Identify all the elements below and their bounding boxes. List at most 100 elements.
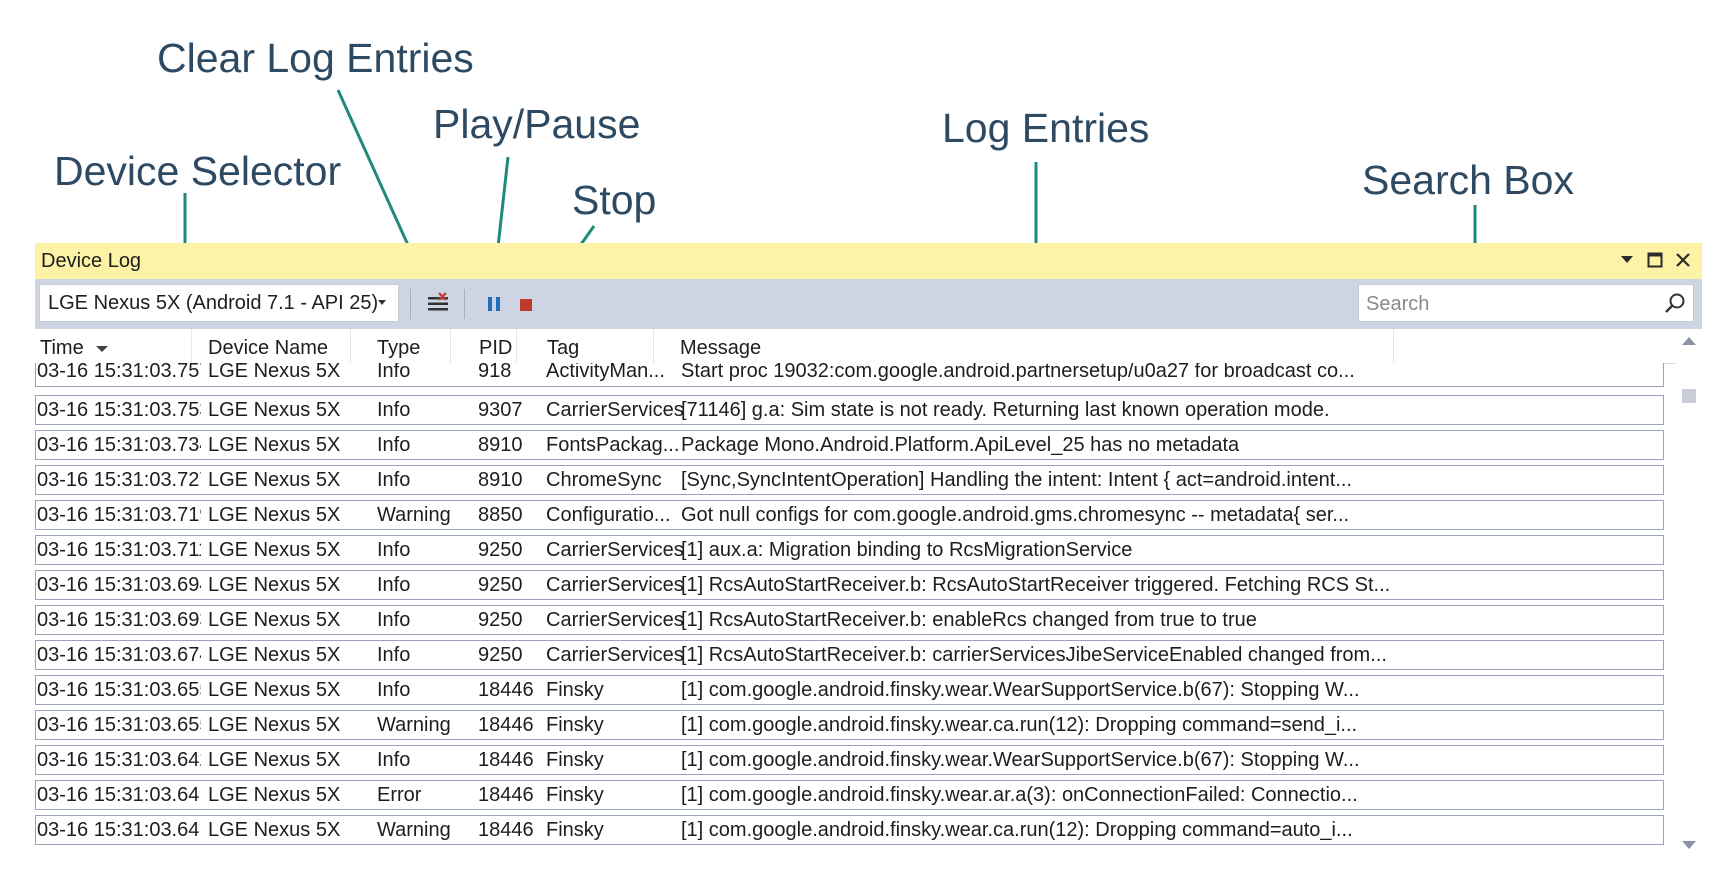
log-entry-row[interactable]: 03-16 15:31:03.655 LGE Nexus 5X Info 184… bbox=[35, 675, 1664, 705]
log-entry-row[interactable]: 03-16 15:31:03.642 LGE Nexus 5X Info 184… bbox=[35, 745, 1664, 775]
scroll-up-arrow-icon[interactable] bbox=[1682, 337, 1696, 345]
column-header-time[interactable]: Time bbox=[35, 329, 192, 363]
callout-clear-log-entries: Clear Log Entries bbox=[157, 35, 474, 81]
log-type: Info bbox=[377, 399, 411, 421]
panel-title: Device Log bbox=[41, 250, 142, 272]
column-header-device-name[interactable]: Device Name bbox=[192, 329, 351, 363]
log-pid: 9250 bbox=[478, 609, 523, 631]
stop-button[interactable] bbox=[510, 288, 542, 320]
scrollbar-thumb[interactable] bbox=[1682, 389, 1696, 403]
scroll-down-arrow-icon[interactable] bbox=[1682, 841, 1696, 849]
log-message: [1] aux.a: Migration binding to RcsMigra… bbox=[681, 539, 1133, 561]
log-message: [Sync,SyncIntentOperation] Handling the … bbox=[681, 469, 1352, 491]
log-entry-row[interactable]: 03-16 15:31:03.693 LGE Nexus 5X Info 925… bbox=[35, 605, 1664, 635]
log-entry-row[interactable]: 03-16 15:31:03.674 LGE Nexus 5X Info 925… bbox=[35, 640, 1664, 670]
log-pid: 9250 bbox=[478, 539, 523, 561]
play-pause-button[interactable] bbox=[478, 288, 510, 320]
window-controls bbox=[1616, 247, 1694, 273]
log-device: LGE Nexus 5X bbox=[208, 574, 341, 596]
device-selector-dropdown[interactable]: LGE Nexus 5X (Android 7.1 - API 25) bbox=[39, 284, 399, 322]
log-device: LGE Nexus 5X bbox=[208, 714, 341, 736]
log-type: Error bbox=[377, 784, 422, 806]
log-time: 03-16 15:31:03.727 bbox=[37, 469, 201, 491]
log-tag: Finsky bbox=[546, 714, 604, 736]
log-tag: CarrierServices bbox=[546, 539, 684, 561]
log-type: Info bbox=[377, 609, 411, 631]
log-type: Info bbox=[377, 469, 411, 491]
callout-search-box: Search Box bbox=[1362, 157, 1574, 203]
log-type: Info bbox=[377, 574, 411, 596]
log-message: [71146] g.a: Sim state is not ready. Ret… bbox=[681, 399, 1330, 421]
log-time: 03-16 15:31:03.753 bbox=[37, 399, 201, 421]
log-time: 03-16 15:31:03.719 bbox=[37, 504, 201, 526]
pin-dropdown-icon[interactable] bbox=[1616, 247, 1638, 273]
log-device: LGE Nexus 5X bbox=[208, 749, 341, 771]
column-header-type[interactable]: Type bbox=[351, 329, 451, 363]
maximize-icon[interactable] bbox=[1644, 247, 1666, 273]
log-tag: FontsPackag... bbox=[546, 434, 680, 456]
log-message: Start proc 19032:com.google.android.part… bbox=[681, 363, 1355, 382]
log-type: Info bbox=[377, 749, 411, 771]
log-entry-row[interactable]: 03-16 15:31:03.641 LGE Nexus 5X Warning … bbox=[35, 815, 1664, 845]
log-device: LGE Nexus 5X bbox=[208, 784, 341, 806]
log-tag: CarrierServices bbox=[546, 399, 684, 421]
log-tag: Finsky bbox=[546, 819, 604, 841]
log-entry-row[interactable]: 03-16 15:31:03.719 LGE Nexus 5X Warning … bbox=[35, 500, 1664, 530]
log-type: Warning bbox=[377, 819, 451, 841]
log-type: Warning bbox=[377, 504, 451, 526]
log-type: Info bbox=[377, 644, 411, 666]
log-time: 03-16 15:31:03.694 bbox=[37, 574, 201, 596]
log-tag: CarrierServices bbox=[546, 644, 684, 666]
log-entry-row[interactable]: 03-16 15:31:03.757 LGE Nexus 5X Info 918… bbox=[35, 363, 1664, 387]
toolbar-separator bbox=[410, 289, 411, 319]
log-tag: CarrierServices bbox=[546, 609, 684, 631]
column-header-type-label: Type bbox=[377, 337, 421, 359]
close-icon[interactable] bbox=[1672, 247, 1694, 273]
log-entry-row[interactable]: 03-16 15:31:03.727 LGE Nexus 5X Info 891… bbox=[35, 465, 1664, 495]
column-header-device-name-label: Device Name bbox=[208, 337, 329, 359]
log-pid: 8910 bbox=[478, 434, 523, 456]
log-type: Info bbox=[377, 539, 411, 561]
log-message: Got null configs for com.google.android.… bbox=[681, 504, 1350, 526]
log-pid: 9250 bbox=[478, 574, 523, 596]
log-time: 03-16 15:31:03.734 bbox=[37, 434, 201, 456]
log-pid: 18446 bbox=[478, 749, 534, 771]
log-entry-row[interactable]: 03-16 15:31:03.711 LGE Nexus 5X Info 925… bbox=[35, 535, 1664, 565]
search-input[interactable] bbox=[1359, 285, 1668, 323]
callout-stop: Stop bbox=[572, 177, 657, 223]
column-header-pid[interactable]: PID bbox=[451, 329, 517, 363]
clear-log-button[interactable] bbox=[422, 288, 454, 320]
log-entry-row[interactable]: 03-16 15:31:03.641 LGE Nexus 5X Error 18… bbox=[35, 780, 1664, 810]
log-tag: CarrierServices bbox=[546, 574, 684, 596]
log-type: Info bbox=[377, 363, 411, 382]
log-pid: 18446 bbox=[478, 714, 534, 736]
search-box[interactable] bbox=[1358, 284, 1694, 323]
log-tag: ActivityMan... bbox=[546, 363, 665, 382]
log-entry-row[interactable]: 03-16 15:31:03.753 LGE Nexus 5X Info 930… bbox=[35, 395, 1664, 425]
column-header-tag[interactable]: Tag bbox=[517, 329, 654, 363]
log-time: 03-16 15:31:03.655 bbox=[37, 679, 201, 701]
log-pid: 18446 bbox=[478, 784, 534, 806]
device-log-panel: Device Log LGE Nexus 5X (Android 7.1 - A… bbox=[35, 243, 1702, 859]
vertical-scrollbar[interactable] bbox=[1676, 329, 1702, 859]
log-tag: Finsky bbox=[546, 784, 604, 806]
log-device: LGE Nexus 5X bbox=[208, 469, 341, 491]
clear-log-icon bbox=[428, 292, 448, 311]
log-pid: 918 bbox=[478, 363, 512, 382]
log-time: 03-16 15:31:03.655 bbox=[37, 714, 201, 736]
column-header-pid-label: PID bbox=[479, 337, 513, 359]
log-device: LGE Nexus 5X bbox=[208, 504, 341, 526]
log-entry-row[interactable]: 03-16 15:31:03.694 LGE Nexus 5X Info 925… bbox=[35, 570, 1664, 600]
log-entry-row[interactable]: 03-16 15:31:03.734 LGE Nexus 5X Info 891… bbox=[35, 430, 1664, 460]
log-pid: 18446 bbox=[478, 819, 534, 841]
log-device: LGE Nexus 5X bbox=[208, 399, 341, 421]
log-message: [1] com.google.android.finsky.wear.ca.ru… bbox=[681, 714, 1358, 736]
search-icon[interactable] bbox=[1663, 292, 1687, 316]
column-header-message[interactable]: Message bbox=[654, 329, 1394, 363]
column-header-time-label: Time bbox=[40, 337, 84, 359]
device-selector-value: LGE Nexus 5X (Android 7.1 - API 25) bbox=[48, 292, 379, 314]
log-tag: ChromeSync bbox=[546, 469, 662, 491]
log-entry-row[interactable]: 03-16 15:31:03.655 LGE Nexus 5X Warning … bbox=[35, 710, 1664, 740]
toolbar: LGE Nexus 5X (Android 7.1 - API 25) bbox=[35, 279, 1702, 329]
log-type: Info bbox=[377, 434, 411, 456]
